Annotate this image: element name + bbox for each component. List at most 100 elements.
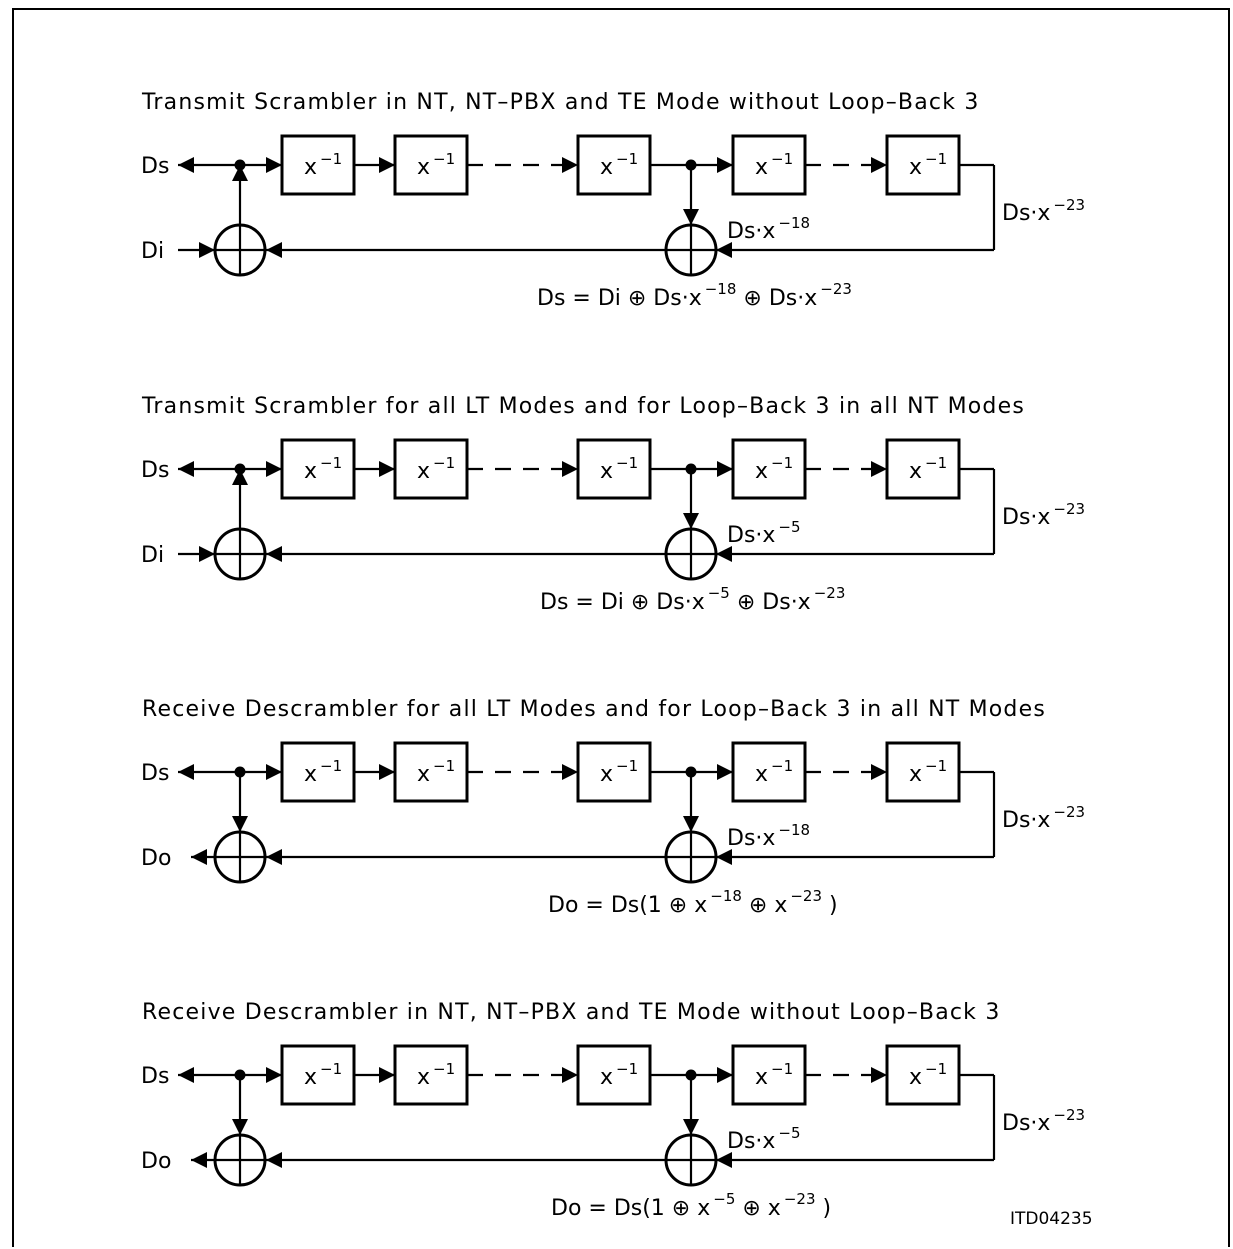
equation-spacer xyxy=(742,893,749,918)
equation-term: Ds = Di xyxy=(540,590,631,615)
equation-exponent: −5 xyxy=(708,584,730,602)
delay-label-exponent: −1 xyxy=(925,757,947,775)
feedback-label: Ds·x−23 xyxy=(1002,803,1085,833)
delay-box xyxy=(280,1044,356,1106)
equation-term: x xyxy=(761,1196,781,1221)
delay-label-base: x xyxy=(304,1065,317,1090)
delay-element-5: x−1 xyxy=(885,438,961,500)
input-xor-gate xyxy=(213,1133,267,1187)
left-top-label: Ds xyxy=(141,761,169,786)
delay-label-exponent: −1 xyxy=(616,454,638,472)
delay-label-base: x xyxy=(417,762,430,787)
delay-element-2: x−1 xyxy=(393,134,469,196)
input-xor-gate xyxy=(213,223,267,277)
feedback-label: Ds·x−23 xyxy=(1002,196,1085,226)
arrowhead xyxy=(266,849,282,865)
equation: Ds = Di ⊕ Ds·x−18 ⊕ Ds·x−23 xyxy=(537,280,852,311)
diagram-3: Receive Descrambler for all LT Modes and… xyxy=(141,697,1085,918)
tap-label: Ds·x−18 xyxy=(727,214,810,244)
feedback-label-exponent: −23 xyxy=(1053,500,1085,518)
delay-label-base: x xyxy=(417,459,430,484)
equation-term: Ds·x xyxy=(762,286,817,311)
tap-label-exponent: −18 xyxy=(778,214,810,232)
feedback-label: Ds·x−23 xyxy=(1002,1106,1085,1136)
arrowhead xyxy=(716,546,732,562)
tap-xor-gate xyxy=(664,223,718,277)
delay-label-base: x xyxy=(755,155,768,180)
equation-exponent: −23 xyxy=(784,1190,816,1208)
output-arrowhead xyxy=(191,1152,207,1168)
delay-label-exponent: −1 xyxy=(925,1060,947,1078)
delay-label-exponent: −1 xyxy=(616,757,638,775)
delay-box xyxy=(280,134,356,196)
delay-label-exponent: −1 xyxy=(616,1060,638,1078)
xor-symbol: ⊕ xyxy=(631,590,649,615)
delay-label-exponent: −1 xyxy=(433,1060,455,1078)
equation-spacer xyxy=(735,1196,742,1221)
input-arrowhead xyxy=(199,242,215,258)
delay-label-base: x xyxy=(909,762,922,787)
delay-label: x−1 xyxy=(417,757,455,787)
equation-term: Do = Ds(1 xyxy=(551,1196,672,1221)
delay-box xyxy=(393,438,469,500)
feedback-label-exponent: −23 xyxy=(1053,196,1085,214)
arrowhead xyxy=(266,242,282,258)
tap-label-exponent: −5 xyxy=(778,1124,800,1142)
arrowhead xyxy=(562,1067,578,1083)
delay-label-base: x xyxy=(600,762,613,787)
delay-label: x−1 xyxy=(755,454,793,484)
delay-element-2: x−1 xyxy=(393,741,469,803)
delay-label-exponent: −1 xyxy=(433,150,455,168)
delay-element-2: x−1 xyxy=(393,1044,469,1106)
delay-label: x−1 xyxy=(755,757,793,787)
delay-box xyxy=(885,438,961,500)
tap-label-base: Ds·x xyxy=(727,1129,775,1154)
delay-label-base: x xyxy=(417,1065,430,1090)
output-arrowhead xyxy=(178,157,194,173)
delay-box xyxy=(885,134,961,196)
delay-element-5: x−1 xyxy=(885,134,961,196)
diagram-title: Transmit Scrambler for all LT Modes and … xyxy=(141,394,1025,419)
tap-arrowhead xyxy=(683,209,699,225)
delay-element-5: x−1 xyxy=(885,741,961,803)
output-arrowhead xyxy=(191,849,207,865)
arrowhead xyxy=(871,157,887,173)
delay-label: x−1 xyxy=(304,1060,342,1090)
equation-exponent: −18 xyxy=(710,887,742,905)
feedback-label-base: Ds·x xyxy=(1002,505,1050,530)
equation: Do = Ds(1 ⊕ x−18 ⊕ x−23 ) xyxy=(548,887,838,918)
delay-element-4: x−1 xyxy=(731,134,807,196)
tap-label: Ds·x−5 xyxy=(727,518,801,548)
delay-box xyxy=(885,741,961,803)
delay-label: x−1 xyxy=(909,1060,947,1090)
delay-box xyxy=(731,134,807,196)
delay-label-exponent: −1 xyxy=(771,1060,793,1078)
delay-label-base: x xyxy=(909,1065,922,1090)
delay-box xyxy=(280,438,356,500)
output-arrowhead xyxy=(178,764,194,780)
delay-label: x−1 xyxy=(417,1060,455,1090)
delay-label: x−1 xyxy=(600,150,638,180)
delay-label: x−1 xyxy=(909,454,947,484)
delay-label-exponent: −1 xyxy=(925,454,947,472)
equation-exponent: −18 xyxy=(705,280,737,298)
delay-label-base: x xyxy=(755,762,768,787)
equation-spacer xyxy=(730,590,737,615)
arrowhead xyxy=(379,1067,395,1083)
delay-element-3: x−1 xyxy=(576,741,652,803)
arrowhead xyxy=(379,461,395,477)
feedforward-arrowhead xyxy=(232,816,248,832)
xor-symbol: ⊕ xyxy=(737,590,755,615)
equation-term: ) xyxy=(829,893,838,918)
left-top-label: Ds xyxy=(141,1064,169,1089)
equation-exponent: −23 xyxy=(820,280,852,298)
feedforward-arrowhead xyxy=(232,165,248,181)
delay-element-4: x−1 xyxy=(731,1044,807,1106)
equation-term: Ds·x xyxy=(649,590,704,615)
delay-label-base: x xyxy=(600,459,613,484)
feedback-label-base: Ds·x xyxy=(1002,1111,1050,1136)
delay-element-2: x−1 xyxy=(393,438,469,500)
feedforward-arrowhead xyxy=(232,1119,248,1135)
delay-box xyxy=(576,438,652,500)
